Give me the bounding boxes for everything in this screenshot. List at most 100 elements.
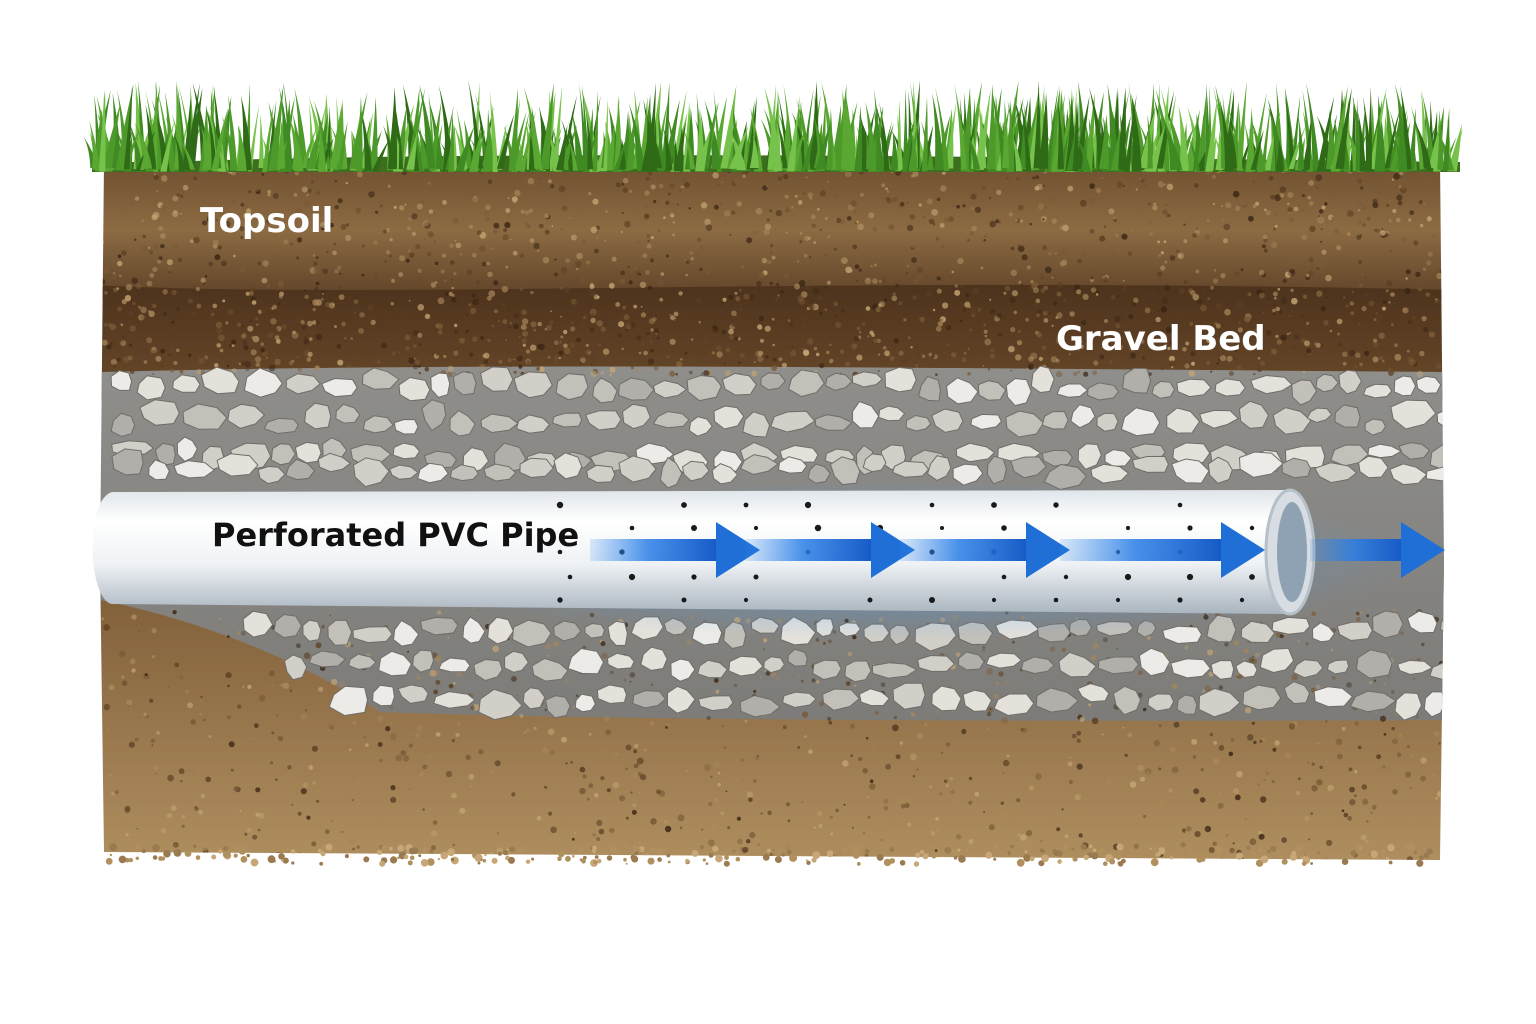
soil-grain <box>1273 228 1276 231</box>
soil-grain <box>743 293 750 300</box>
soil-grain <box>669 338 676 345</box>
soil-grain <box>1144 307 1151 314</box>
soil-grain <box>1402 307 1409 314</box>
soil-grain <box>1391 323 1394 327</box>
soil-grain <box>1076 338 1083 345</box>
soil-grain <box>636 240 640 245</box>
soil-grain <box>188 353 192 357</box>
soil-grain <box>824 216 828 221</box>
soil-grain <box>227 309 234 316</box>
soil-grain <box>800 679 804 683</box>
soil-crumb <box>135 856 139 860</box>
gravel-stone <box>652 379 688 399</box>
soil-grain <box>924 722 928 727</box>
soil-grain <box>158 256 163 261</box>
soil-grain <box>576 268 579 271</box>
grass-blade <box>1275 139 1284 172</box>
soil-grain <box>864 853 869 858</box>
soil-grain <box>291 331 299 339</box>
grass-blade <box>1204 82 1211 169</box>
soil-grain <box>831 361 836 366</box>
soil-grain <box>1122 280 1125 282</box>
soil-grain <box>533 726 537 730</box>
soil-grain <box>172 195 179 202</box>
soil-grain <box>569 342 575 348</box>
soil-grain <box>405 258 410 263</box>
soil-grain <box>1158 254 1162 257</box>
soil-grain <box>601 652 608 659</box>
soil-grain <box>988 824 995 831</box>
soil-grain <box>797 260 800 263</box>
soil-crumb <box>1370 850 1378 858</box>
soil-grain <box>338 286 342 290</box>
soil-grain <box>1052 332 1058 338</box>
soil-grain <box>609 366 616 373</box>
soil-grain <box>867 815 871 819</box>
soil-grain <box>884 298 888 302</box>
soil-grain <box>810 214 816 220</box>
soil-grain <box>385 726 391 732</box>
soil-crumb <box>702 858 706 862</box>
soil-grain <box>568 217 571 219</box>
soil-grain <box>300 319 305 324</box>
soil-grain <box>916 266 923 273</box>
soil-grain <box>903 318 907 322</box>
soil-grain <box>705 270 710 275</box>
soil-grain <box>1104 319 1108 323</box>
soil-grain <box>1258 269 1265 276</box>
soil-grain <box>1015 218 1019 222</box>
soil-grain <box>742 846 749 853</box>
soil-grain <box>1284 271 1292 278</box>
soil-crumb <box>407 860 413 866</box>
gravel-stone <box>1393 375 1417 397</box>
grass-blade <box>177 84 187 170</box>
soil-grain <box>1188 182 1192 186</box>
soil-grain <box>389 238 393 242</box>
soil-grain <box>1242 658 1245 661</box>
soil-grain <box>1275 306 1281 312</box>
soil-grain <box>311 745 318 752</box>
soil-grain <box>231 368 237 373</box>
soil-grain <box>282 682 289 689</box>
soil-grain <box>519 253 525 258</box>
soil-grain <box>316 190 321 196</box>
soil-grain <box>811 678 816 683</box>
soil-grain <box>596 320 603 327</box>
soil-grain <box>1306 321 1310 325</box>
gravel-stone <box>670 658 696 682</box>
soil-grain <box>427 181 431 185</box>
grass-blade <box>1442 108 1450 171</box>
grass-blade <box>746 96 757 170</box>
soil-grain <box>1148 221 1152 226</box>
soil-grain <box>1289 268 1295 274</box>
soil-grain <box>389 705 394 710</box>
gravel-stone <box>421 399 447 432</box>
soil-grain <box>841 308 845 313</box>
soil-grain <box>114 790 119 795</box>
soil-grain <box>1037 203 1044 210</box>
soil-grain <box>1422 267 1427 272</box>
soil-grain <box>532 291 535 294</box>
grass-blade <box>986 84 996 169</box>
gravel-stone <box>917 654 956 672</box>
soil-grain <box>1015 354 1022 361</box>
gravel-stone <box>567 647 605 675</box>
soil-grain <box>433 689 439 695</box>
soil-crumb <box>705 862 709 865</box>
soil-grain <box>200 277 206 283</box>
soil-crumb <box>267 855 276 864</box>
soil-grain <box>969 310 977 317</box>
soil-grain <box>338 189 343 194</box>
soil-grain <box>809 256 812 259</box>
soil-grain <box>162 289 168 295</box>
soil-grain <box>453 272 457 276</box>
soil-grain <box>486 261 490 266</box>
soil-grain <box>443 354 447 359</box>
gravel-stone <box>770 410 816 433</box>
soil-grain <box>1221 205 1223 208</box>
soil-grain <box>242 340 248 346</box>
soil-grain <box>1027 363 1035 370</box>
soil-grain <box>1225 834 1229 837</box>
soil-grain <box>1088 197 1095 204</box>
soil-grain <box>1102 276 1109 283</box>
